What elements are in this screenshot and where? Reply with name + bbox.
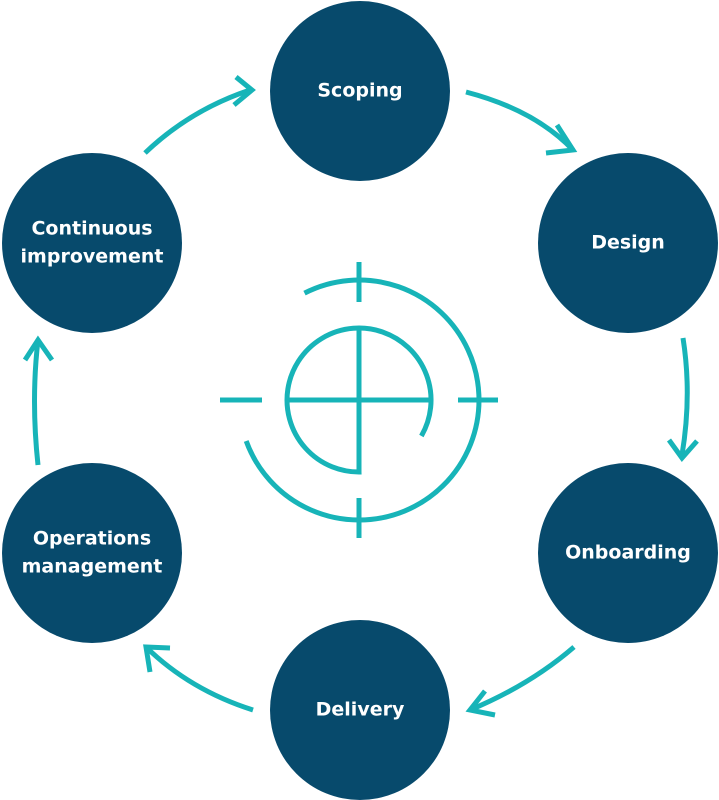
node-operations-management: Operations management	[2, 463, 182, 643]
node-circle	[270, 1, 450, 181]
arrowhead-icon	[465, 689, 496, 718]
arrow-delivery-to-operations-management	[143, 644, 254, 713]
arrow-scoping-to-design	[465, 89, 578, 156]
node-label: improvement	[21, 246, 164, 268]
node-circle	[538, 153, 718, 333]
arrowhead-icon	[22, 335, 55, 362]
node-label: Delivery	[316, 699, 405, 721]
node-circle	[270, 620, 450, 800]
target-crosshair-icon	[220, 262, 498, 538]
arrow-line	[144, 645, 254, 713]
node-circle	[2, 153, 182, 333]
node-label: management	[22, 556, 163, 578]
arrow-continuous-improvement-to-scoping	[143, 75, 256, 155]
node-label: Scoping	[317, 80, 402, 102]
cycle-arrows	[22, 75, 699, 718]
arrow-onboarding-to-delivery	[465, 645, 576, 718]
arrowhead-icon	[666, 438, 699, 462]
node-design: Design	[538, 153, 718, 333]
node-label: Operations	[33, 528, 151, 550]
node-label: Design	[591, 232, 665, 254]
arrow-operations-management-to-continuous-improvement	[22, 335, 55, 466]
node-delivery: Delivery	[270, 620, 450, 800]
arrow-line	[465, 89, 575, 152]
arrow-design-to-onboarding	[666, 337, 699, 462]
node-circle	[2, 463, 182, 643]
arrow-line	[143, 87, 251, 155]
arrow-line	[679, 337, 690, 456]
arrowhead-icon	[143, 644, 171, 673]
node-scoping: Scoping	[270, 1, 450, 181]
node-circle	[538, 463, 718, 643]
node-continuous-improvement: Continuous improvement	[2, 153, 182, 333]
arrow-line	[32, 339, 41, 466]
target-inner-ring	[284, 325, 434, 475]
arrowhead-icon	[232, 75, 256, 107]
target-outer-ring	[243, 277, 482, 523]
node-onboarding: Onboarding	[538, 463, 718, 643]
arrow-line	[469, 645, 576, 713]
arrowhead-icon	[545, 123, 578, 156]
node-label: Continuous	[31, 218, 152, 240]
node-label: Onboarding	[565, 542, 691, 564]
